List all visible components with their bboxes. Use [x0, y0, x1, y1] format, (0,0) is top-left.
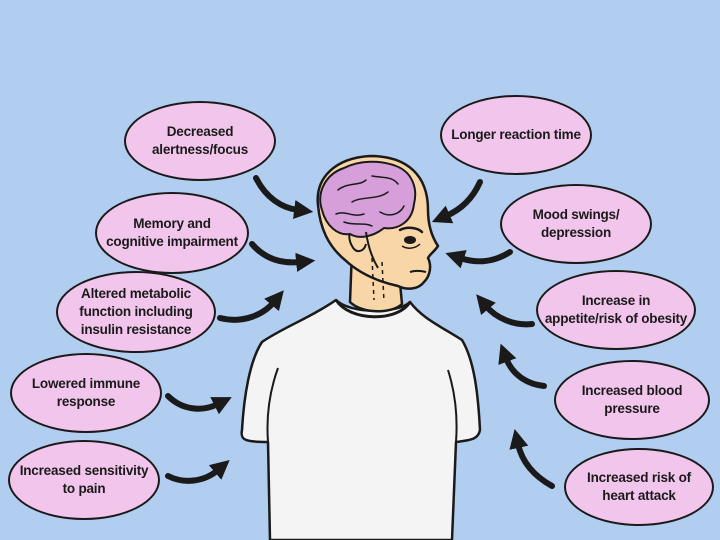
arrows-right	[431, 179, 555, 489]
arrow-appetite	[476, 294, 535, 328]
effect-label: Increased risk of heart attack	[587, 470, 691, 503]
eye	[404, 236, 416, 244]
spinal-cord	[371, 257, 385, 303]
effect-increased-appetite: Increase in appetite/risk of obesity	[536, 270, 696, 350]
effect-decreased-alertness: Decreased alertness/focus	[124, 101, 276, 181]
arrow-memory	[249, 241, 316, 272]
person-illustration	[240, 154, 482, 540]
effect-memory-impairment: Memory and cognitive impairment	[95, 192, 249, 274]
effect-label: Increased sensitivity to pain	[19, 463, 149, 496]
arrows-left	[165, 175, 316, 484]
arrow-blood-pressure	[498, 343, 547, 389]
effect-mood-swings: Mood swings/ depression	[500, 184, 652, 264]
effect-label: Memory and cognitive impairment	[106, 216, 238, 249]
arrow-pain	[165, 460, 230, 484]
effect-increased-blood-pressure: Increased blood pressure	[554, 360, 710, 440]
arrow-heart-attack	[509, 429, 555, 489]
effect-increased-pain-sensitivity: Increased sensitivity to pain	[8, 440, 160, 520]
arrow-mood	[445, 249, 513, 269]
effect-altered-metabolic-function: Altered metabolic function including ins…	[56, 271, 216, 353]
mouth	[409, 269, 427, 273]
effect-label: Longer reaction time	[451, 127, 581, 142]
effect-longer-reaction-time: Longer reaction time	[440, 95, 592, 175]
arrow-metabolic	[217, 290, 284, 323]
brain	[319, 160, 417, 269]
effect-label: Altered metabolic function including ins…	[79, 286, 193, 337]
effect-label: Lowered immune response	[31, 376, 141, 409]
shirt-collar	[334, 299, 412, 319]
t-shirt	[240, 298, 482, 540]
effect-label: Increased blood pressure	[581, 383, 683, 416]
effect-label: Increase in appetite/risk of obesity	[544, 293, 688, 326]
arrow-reaction-time	[431, 179, 483, 224]
eyebrow	[398, 226, 424, 234]
arrow-alertness	[253, 175, 314, 220]
effect-label: Decreased alertness/focus	[151, 124, 249, 157]
effect-heart-attack-risk: Increased risk of heart attack	[564, 448, 714, 526]
effect-lowered-immune-response: Lowered immune response	[10, 353, 162, 433]
arrow-immune	[165, 393, 232, 415]
effect-label: Mood swings/ depression	[532, 207, 620, 240]
